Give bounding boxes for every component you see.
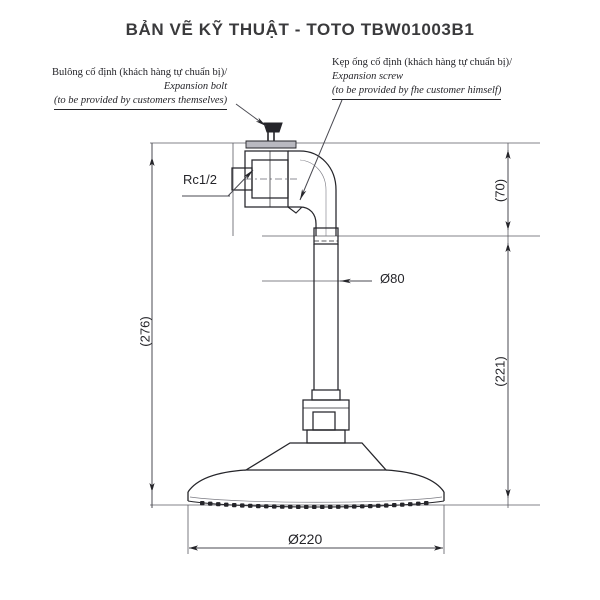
dimension-label-dia80: Ø80: [380, 271, 405, 286]
ball-joint-housing: [302, 399, 350, 444]
dimension-dia220: [187, 505, 445, 554]
dimension-label-thread: Rc1/2: [183, 172, 217, 187]
page-title: BẢN VẼ KỸ THUẬT - TOTO TBW01003B1: [125, 20, 475, 39]
nozzle-ring: [200, 501, 429, 510]
annotation-expansion-bolt-line1: Bulông cố định (khách hàng tự chuẩn bị)/: [52, 67, 228, 78]
annotation-expansion-bolt-line3-wrap: (to be provided by customers themselves): [52, 94, 228, 110]
dimension-label-70: (70): [492, 178, 508, 203]
shower-head-body: [187, 469, 445, 508]
annotation-expansion-screw: Kẹp ống cố định (khách hàng tự chuẩn bị)…: [332, 56, 512, 100]
annotation-expansion-screw-line2: Expansion screw: [332, 70, 404, 82]
annotation-expansion-screw-line3: (to be provided by fhe customer himself): [332, 84, 502, 100]
wall-inlet-fitting: [231, 150, 300, 208]
annotation-expansion-screw-line1: Kẹp ống cố định (khách hàng tự chuẩn bị)…: [332, 57, 513, 68]
leader-expansion-bolt: [235, 103, 267, 127]
elbow-arm: [287, 150, 337, 236]
expansion-bolt: [245, 122, 297, 149]
annotation-expansion-screw-line3-wrap: (to be provided by fhe customer himself): [332, 84, 512, 100]
dimension-label-221: (221): [492, 356, 508, 387]
leader-rc12: [182, 169, 254, 197]
annotation-expansion-bolt-line3: (to be provided by customers themselves): [54, 94, 228, 110]
dimension-label-276: (276): [137, 316, 153, 347]
extension-lines: [150, 142, 540, 506]
annotation-expansion-bolt: Bulông cố định (khách hàng tự chuẩn bị)/…: [52, 66, 228, 110]
leader-expansion-screw: [299, 99, 343, 201]
drop-pipe: [311, 244, 341, 401]
annotation-expansion-bolt-line2: Expansion bolt: [163, 80, 228, 92]
dimension-label-dia220: Ø220: [288, 531, 323, 547]
shower-head-cone: [243, 442, 388, 471]
